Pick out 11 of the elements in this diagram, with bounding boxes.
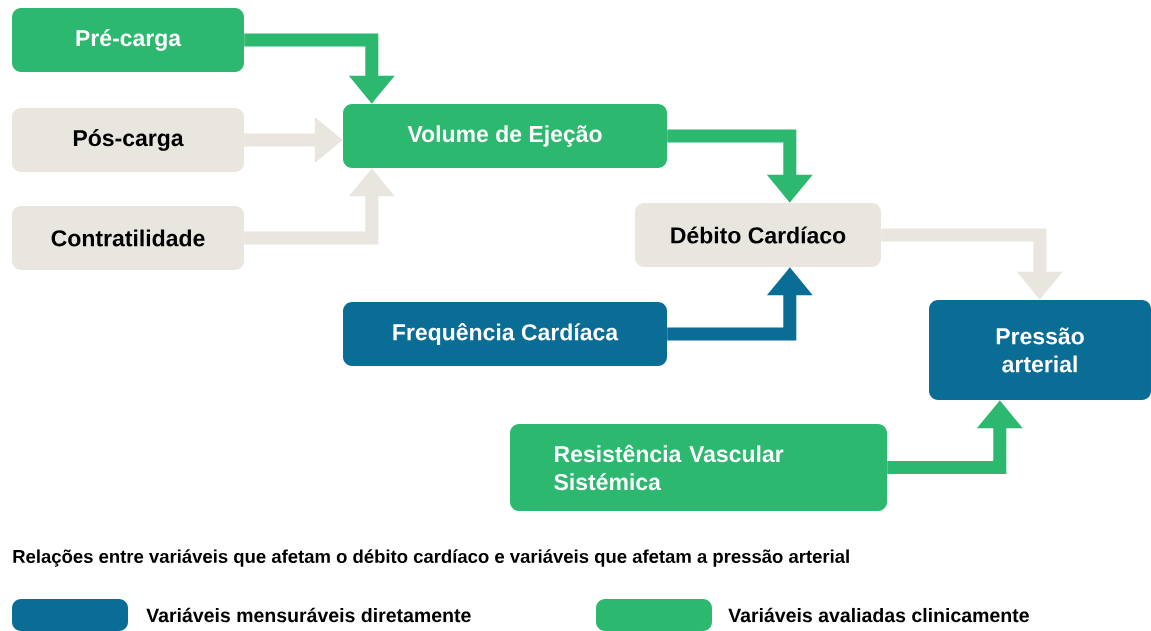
legend-label: Variáveis mensuráveis diretamente	[146, 607, 471, 623]
process-box: Frequência Cardíaca	[343, 302, 667, 366]
process-box: Débito Cardíaco	[635, 203, 881, 267]
process-box: Volume de Ejeção	[343, 104, 667, 168]
process-box: Contratilidade	[12, 206, 244, 270]
caption: Relações entre variáveis que afetam o débito cardíaco e variáveis que afetam a pressão arterial	[13, 549, 849, 567]
process-box: Pós-carga	[12, 108, 244, 172]
legend-label: Variáveis avaliadas clinicamente	[728, 607, 1029, 623]
process-box: Pré-carga	[12, 8, 244, 72]
process-box: Resistência Vascular Sistémica	[510, 424, 887, 511]
process-box: Pressão arterial	[929, 300, 1151, 400]
